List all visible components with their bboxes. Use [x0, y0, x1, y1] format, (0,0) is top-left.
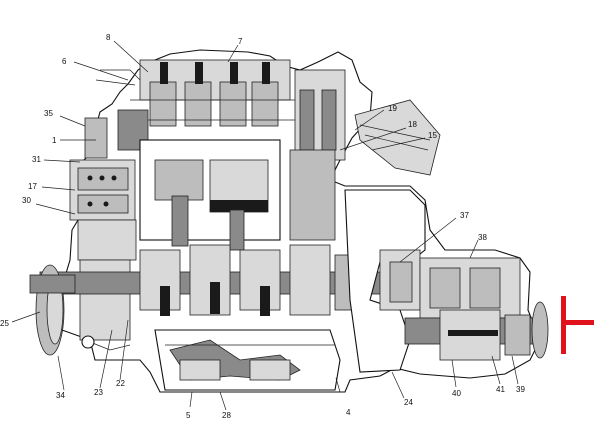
callout-labels: 1 4 5 6 7 8 15 17 18 19 22 23 24 25 28 3… [0, 33, 525, 420]
leader-lines [11, 40, 519, 411]
callout-34: 34 [56, 391, 65, 400]
callout-35: 35 [44, 109, 53, 118]
callout-41: 41 [496, 385, 505, 394]
callout-24: 24 [404, 398, 413, 407]
callout-8: 8 [106, 33, 111, 42]
callout-5: 5 [186, 411, 191, 420]
callout-7: 7 [238, 37, 243, 46]
callout-30: 30 [22, 196, 31, 205]
callout-25: 25 [0, 319, 9, 328]
callout-1: 1 [52, 136, 57, 145]
callout-19: 19 [388, 104, 397, 113]
callout-31: 31 [32, 155, 41, 164]
callout-6: 6 [62, 57, 67, 66]
red-t-marker [561, 296, 594, 354]
callout-23: 23 [94, 388, 103, 397]
engine-drawing [29, 49, 549, 393]
callout-40: 40 [452, 389, 461, 398]
callout-39: 39 [516, 385, 525, 394]
callout-4: 4 [346, 408, 351, 417]
callout-17: 17 [28, 182, 37, 191]
callout-38: 38 [478, 233, 487, 242]
callout-18: 18 [408, 120, 417, 129]
callout-15: 15 [428, 131, 437, 140]
callout-22: 22 [116, 379, 125, 388]
callout-37: 37 [460, 211, 469, 220]
callout-28: 28 [222, 411, 231, 420]
